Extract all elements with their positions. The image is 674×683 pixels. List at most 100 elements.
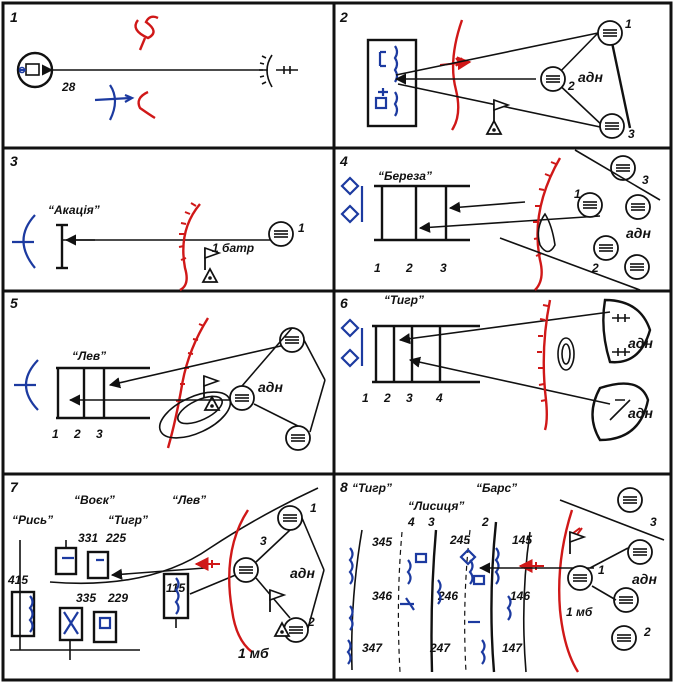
artillery-gun-circle-icon [233,557,259,583]
artillery-gun-circle-icon [277,505,303,531]
unit-name: “Лев” [72,349,106,363]
svg-text:2: 2 [481,515,489,529]
unit-name: “Барс” [476,481,517,495]
svg-text:229: 229 [107,591,128,605]
boundary-line [49,487,319,585]
svg-text:2: 2 [643,625,651,639]
radar-station-icon [16,51,54,89]
artillery-gun-circle-icon [597,20,623,46]
svg-text:225: 225 [105,531,126,545]
observation-post-icon [202,268,218,283]
mortar-battery-label: 1 мб [566,605,593,619]
svg-text:1: 1 [52,427,59,441]
battalion-label: адн [578,69,603,85]
panel-number: 1 [10,9,18,25]
blue-position-mark [109,84,117,121]
artillery-gun-circle-icon [229,385,255,411]
svg-text:1: 1 [598,563,605,577]
svg-text:346: 346 [372,589,392,603]
svg-text:3: 3 [440,261,447,275]
svg-text:3: 3 [260,534,267,548]
battalion-label: адн [632,571,657,587]
artillery-gun-circle-icon [593,235,619,261]
svg-text:3: 3 [642,173,649,187]
unit-name: “Воєк” [74,493,115,507]
flag-icon [203,375,219,399]
blue-position-mark [22,214,36,269]
panel-number: 2 [339,9,348,25]
svg-text:1: 1 [374,261,381,275]
svg-text:3: 3 [650,515,657,529]
svg-text:2: 2 [567,79,575,93]
svg-text:345: 345 [372,535,392,549]
svg-text:1: 1 [574,187,581,201]
svg-text:2: 2 [591,261,599,275]
svg-text:247: 247 [429,641,451,655]
panel-7: 7 “Воєк” “Лев” “Рись” “Тигр” 331 225 335… [7,479,325,661]
artillery-gun-circle-icon [577,192,603,218]
enemy-area-box [366,38,418,128]
battalion-label: адн [628,335,653,351]
svg-text:246: 246 [437,589,458,603]
svg-text:3: 3 [406,391,413,405]
svg-text:2: 2 [73,427,81,441]
panel-1: 1 28 [10,9,298,121]
panel-number: 6 [340,295,348,311]
artillery-gun-circle-icon [627,539,653,565]
panel-3: 3 “Акація” 1 1 батр [10,153,305,292]
panel-5: 5 “Лев” 1 2 3 адн [10,295,326,451]
front-line [558,509,580,673]
flag-icon [493,99,509,123]
artillery-area [591,382,650,442]
panel-4: 4 “Береза” 1 2 3 3 1 2 адн [339,149,661,291]
front-line [179,203,201,292]
explosion-mark [134,15,159,40]
svg-text:4: 4 [407,515,415,529]
artillery-gun-circle-icon [540,66,566,92]
battalion-label: адн [258,379,283,395]
battery-label: 1 батр [212,241,254,255]
unit-name: “Тигр” [384,293,424,307]
svg-text:347: 347 [362,641,383,655]
battalion-label: адн [290,565,315,581]
artillery-gun-circle-icon [625,194,651,220]
svg-text:2: 2 [383,391,391,405]
svg-text:1: 1 [625,17,632,31]
artillery-gun-circle-icon [283,617,309,643]
svg-text:145: 145 [512,533,532,547]
artillery-gun-circle-icon [279,327,305,353]
svg-text:1: 1 [310,501,317,515]
artillery-gun-circle-icon [617,487,643,513]
svg-text:3: 3 [628,127,635,141]
artillery-gun-circle-icon [624,254,650,280]
battalion-label: адн [626,225,651,241]
panel-8: 8 “Тигр” “Барс” “Лисиця” 4 3 2 345 245 1… [340,479,665,673]
observation-post-icon [204,396,220,411]
panel-6: 6 “Тигр” 1 2 3 4 адн адн [340,293,653,442]
battalion-label-2: адн [628,405,653,421]
artillery-gun-circle-icon [285,425,311,451]
artillery-gun-circle-icon [610,155,636,181]
svg-text:147: 147 [502,641,523,655]
unit-name: “Акація” [48,203,100,217]
front-line [450,19,464,131]
svg-text:3: 3 [428,515,435,529]
unit-name: “Лев” [172,493,206,507]
unit-name: “Тигр” [352,481,392,495]
artillery-area [602,298,652,364]
svg-text:4: 4 [435,391,443,405]
svg-text:415: 415 [7,573,28,587]
svg-text:115: 115 [166,581,185,595]
front-line [228,509,253,653]
panel-number: 7 [10,479,19,495]
artillery-gun-circle-icon [613,587,639,613]
svg-text:3: 3 [96,427,103,441]
range-label: 28 [61,80,76,94]
front-line [166,317,210,449]
panel-number: 5 [10,295,18,311]
svg-text:2: 2 [307,615,315,629]
front-line [542,299,552,431]
svg-text:1: 1 [362,391,369,405]
panel-number: 4 [339,153,348,169]
